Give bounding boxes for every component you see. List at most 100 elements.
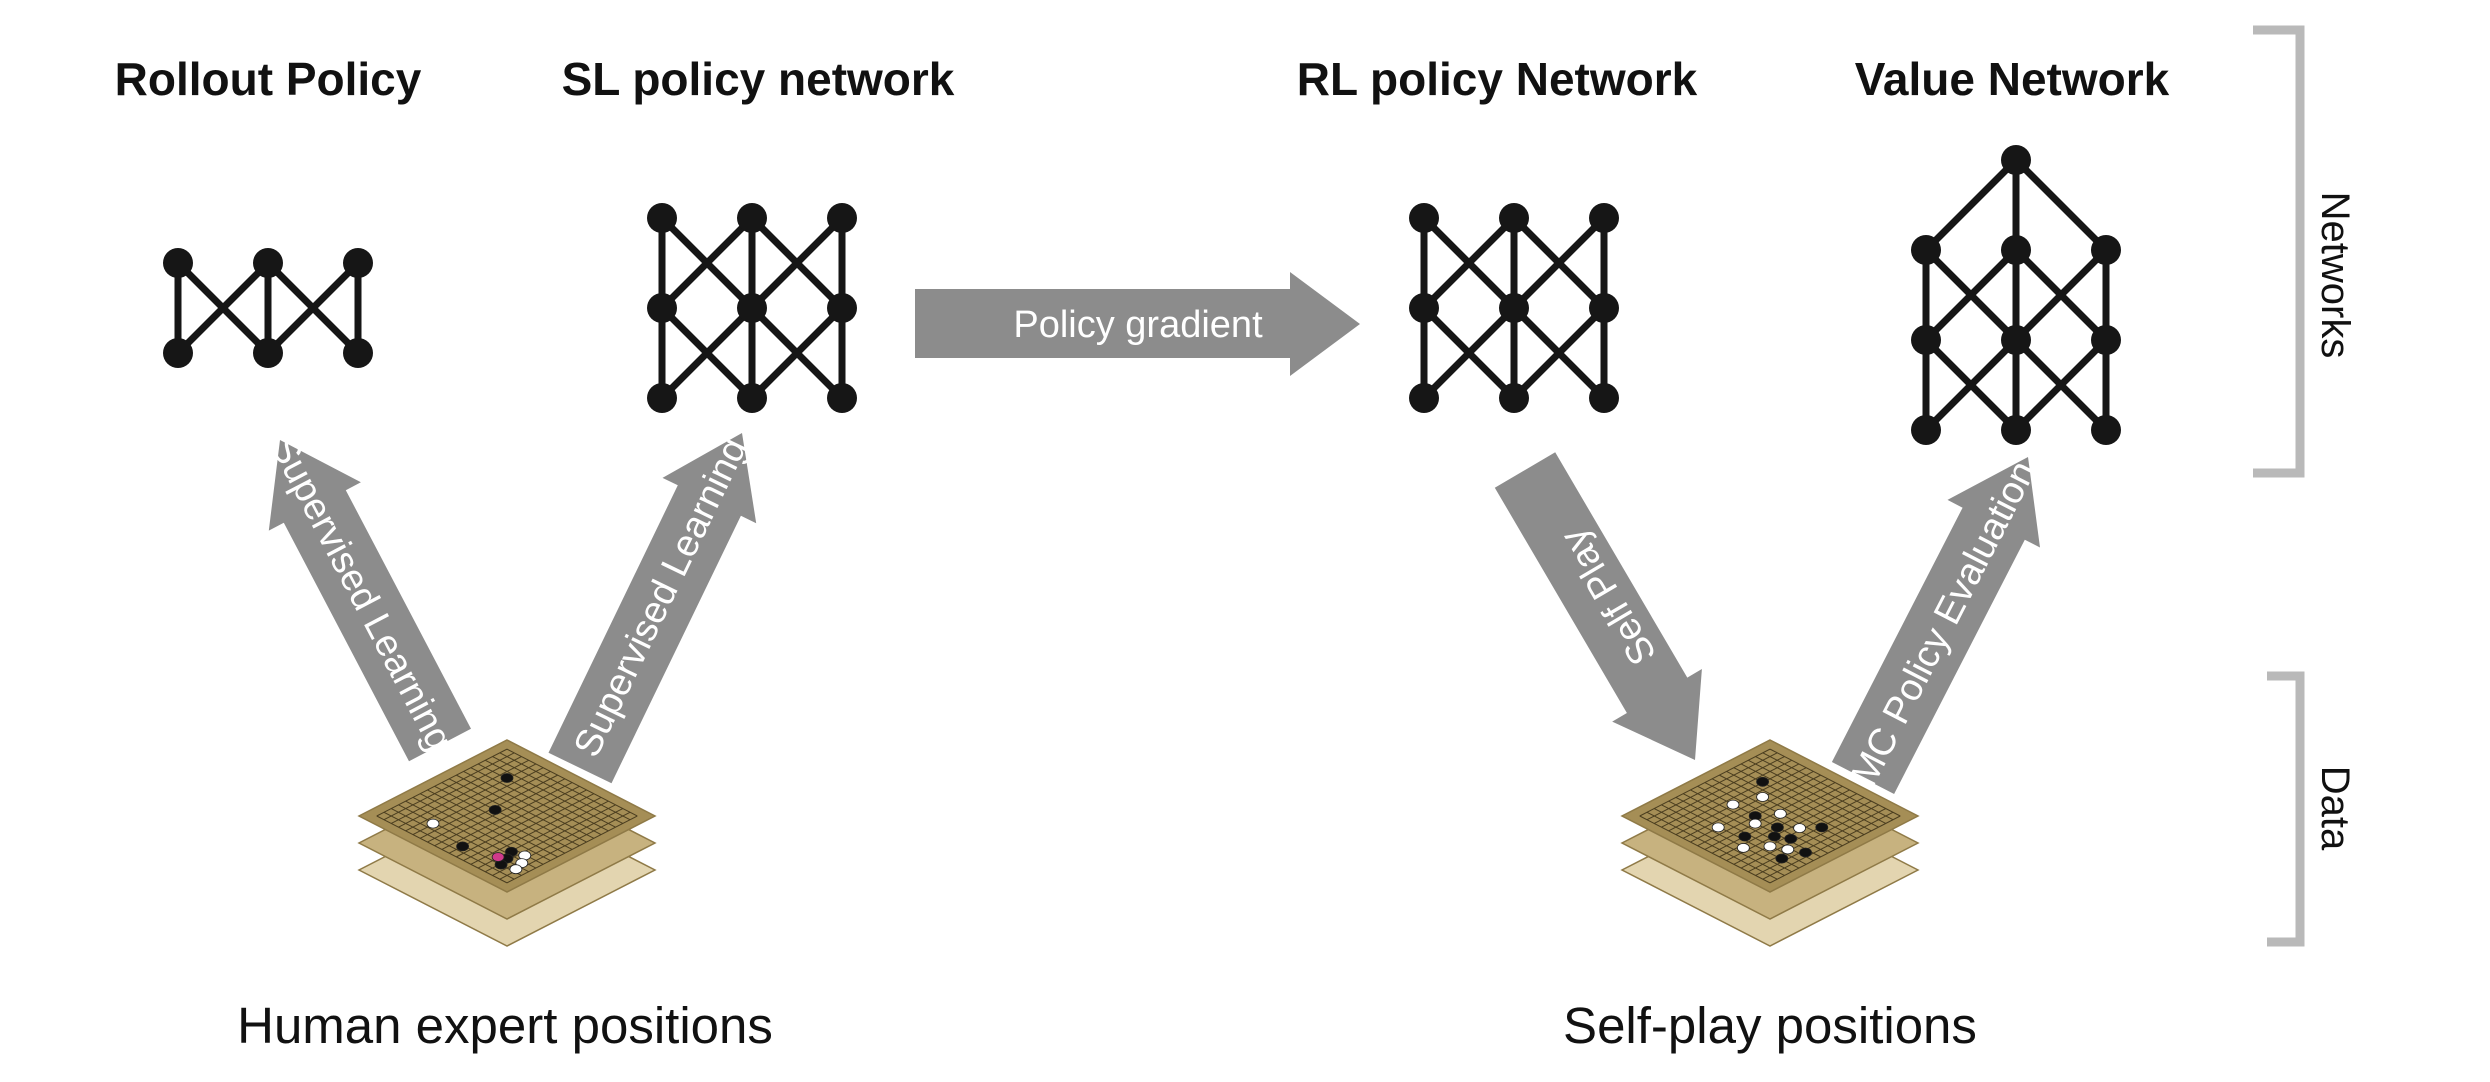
network-node: [1499, 383, 1529, 413]
data-bracket-label: Data: [2313, 766, 2357, 851]
go-board-grid: [376, 748, 638, 884]
network-node: [737, 293, 767, 323]
supervised-learning-label-rollout: Supervised Learning: [262, 429, 461, 757]
go-stone: [1763, 841, 1777, 852]
networks-bracket-label: Networks: [2313, 192, 2357, 359]
self-play-board-stack-icon: [1620, 739, 1920, 947]
mc-policy-evaluation-arrow: MC Policy Evaluation: [1831, 454, 2045, 794]
network-node: [1911, 325, 1941, 355]
go-stone: [509, 864, 523, 875]
go-stone: [1771, 822, 1784, 833]
go-stone: [1726, 799, 1740, 810]
supervised-learning-arrow-rollout: Supervised Learning: [262, 429, 471, 762]
sl-policy-network-title: SL policy network: [562, 53, 955, 105]
network-node: [253, 248, 283, 278]
go-stone: [1738, 831, 1752, 842]
networks-bracket: Networks: [2253, 25, 2357, 478]
network-edge: [2012, 246, 2110, 344]
network-node: [1911, 415, 1941, 445]
go-stone: [1768, 831, 1781, 842]
value-network-title: Value Network: [1855, 53, 2170, 105]
human-expert-positions-caption: Human expert positions: [237, 997, 773, 1054]
network-node: [1911, 235, 1941, 265]
go-stone: [1773, 808, 1787, 819]
network-node: [2091, 325, 2121, 355]
network-node: [647, 383, 677, 413]
go-stone: [1815, 822, 1829, 833]
go-stone: [456, 841, 470, 852]
network-edge: [2012, 156, 2110, 254]
network-node: [2001, 145, 2031, 175]
network-edge: [174, 259, 272, 357]
network-node: [1409, 383, 1439, 413]
rollout-policy-title: Rollout Policy: [115, 53, 422, 105]
network-edge: [658, 304, 756, 402]
network-edge: [1420, 214, 1518, 312]
go-stone: [1736, 843, 1750, 853]
network-node: [253, 338, 283, 368]
supervised-learning-arrow-sl: Supervised Learning: [548, 431, 757, 784]
network-edge: [748, 304, 846, 402]
go-stone: [1756, 776, 1769, 787]
network-node: [737, 203, 767, 233]
network-node: [2091, 235, 2121, 265]
network-edge: [748, 214, 846, 312]
rollout-policy-network-icon: [163, 248, 373, 368]
self-play-positions-caption: Self-play positions: [1563, 997, 1977, 1054]
go-stone: [491, 852, 505, 862]
network-edge: [1922, 246, 2020, 344]
network-node: [1589, 383, 1619, 413]
network-node: [827, 203, 857, 233]
go-stone: [1711, 822, 1725, 833]
network-edge: [1510, 304, 1608, 402]
policy-gradient-label: Policy gradient: [1013, 304, 1263, 346]
network-edge: [2012, 336, 2110, 434]
rl-policy-network-title: RL policy Network: [1297, 53, 1698, 105]
data-bracket: Data: [2267, 671, 2357, 947]
go-stone: [1748, 818, 1762, 829]
network-node: [163, 338, 193, 368]
sl-policy-network-icon: [647, 203, 857, 413]
network-node: [2001, 325, 2031, 355]
network-node: [2001, 235, 2031, 265]
supervised-learning-label-sl: Supervised Learning: [566, 431, 756, 763]
network-node: [647, 293, 677, 323]
go-stone: [1784, 833, 1798, 844]
network-edge: [1922, 156, 2020, 254]
network-node: [343, 338, 373, 368]
go-stone: [426, 818, 440, 829]
network-node: [2091, 415, 2121, 445]
go-stone: [1756, 792, 1769, 802]
network-node: [827, 293, 857, 323]
human-expert-board-stack-icon: [357, 739, 657, 947]
go-stone: [1793, 823, 1806, 834]
go-stone: [500, 773, 514, 783]
go-stone: [1781, 844, 1795, 855]
policy-gradient-arrow: Policy gradient: [915, 272, 1360, 376]
go-stone: [1799, 847, 1812, 858]
network-node: [343, 248, 373, 278]
network-edge: [1510, 214, 1608, 312]
network-node: [737, 383, 767, 413]
network-node: [1589, 293, 1619, 323]
go-stone: [1775, 853, 1789, 864]
network-node: [827, 383, 857, 413]
network-node: [163, 248, 193, 278]
value-network-icon: [1911, 145, 2121, 445]
network-node: [647, 203, 677, 233]
network-node: [1499, 203, 1529, 233]
go-stone: [488, 805, 502, 815]
network-node: [1409, 293, 1439, 323]
network-edge: [264, 259, 362, 357]
network-node: [2001, 415, 2031, 445]
rl-policy-network-icon: [1409, 203, 1619, 413]
self-play-arrow: Self Play: [1494, 452, 1702, 760]
network-node: [1409, 203, 1439, 233]
network-node: [1499, 293, 1529, 323]
mc-policy-evaluation-label: MC Policy Evaluation: [1843, 454, 2044, 793]
network-edge: [658, 214, 756, 312]
network-edge: [1420, 304, 1518, 402]
network-node: [1589, 203, 1619, 233]
network-edge: [1922, 336, 2020, 434]
